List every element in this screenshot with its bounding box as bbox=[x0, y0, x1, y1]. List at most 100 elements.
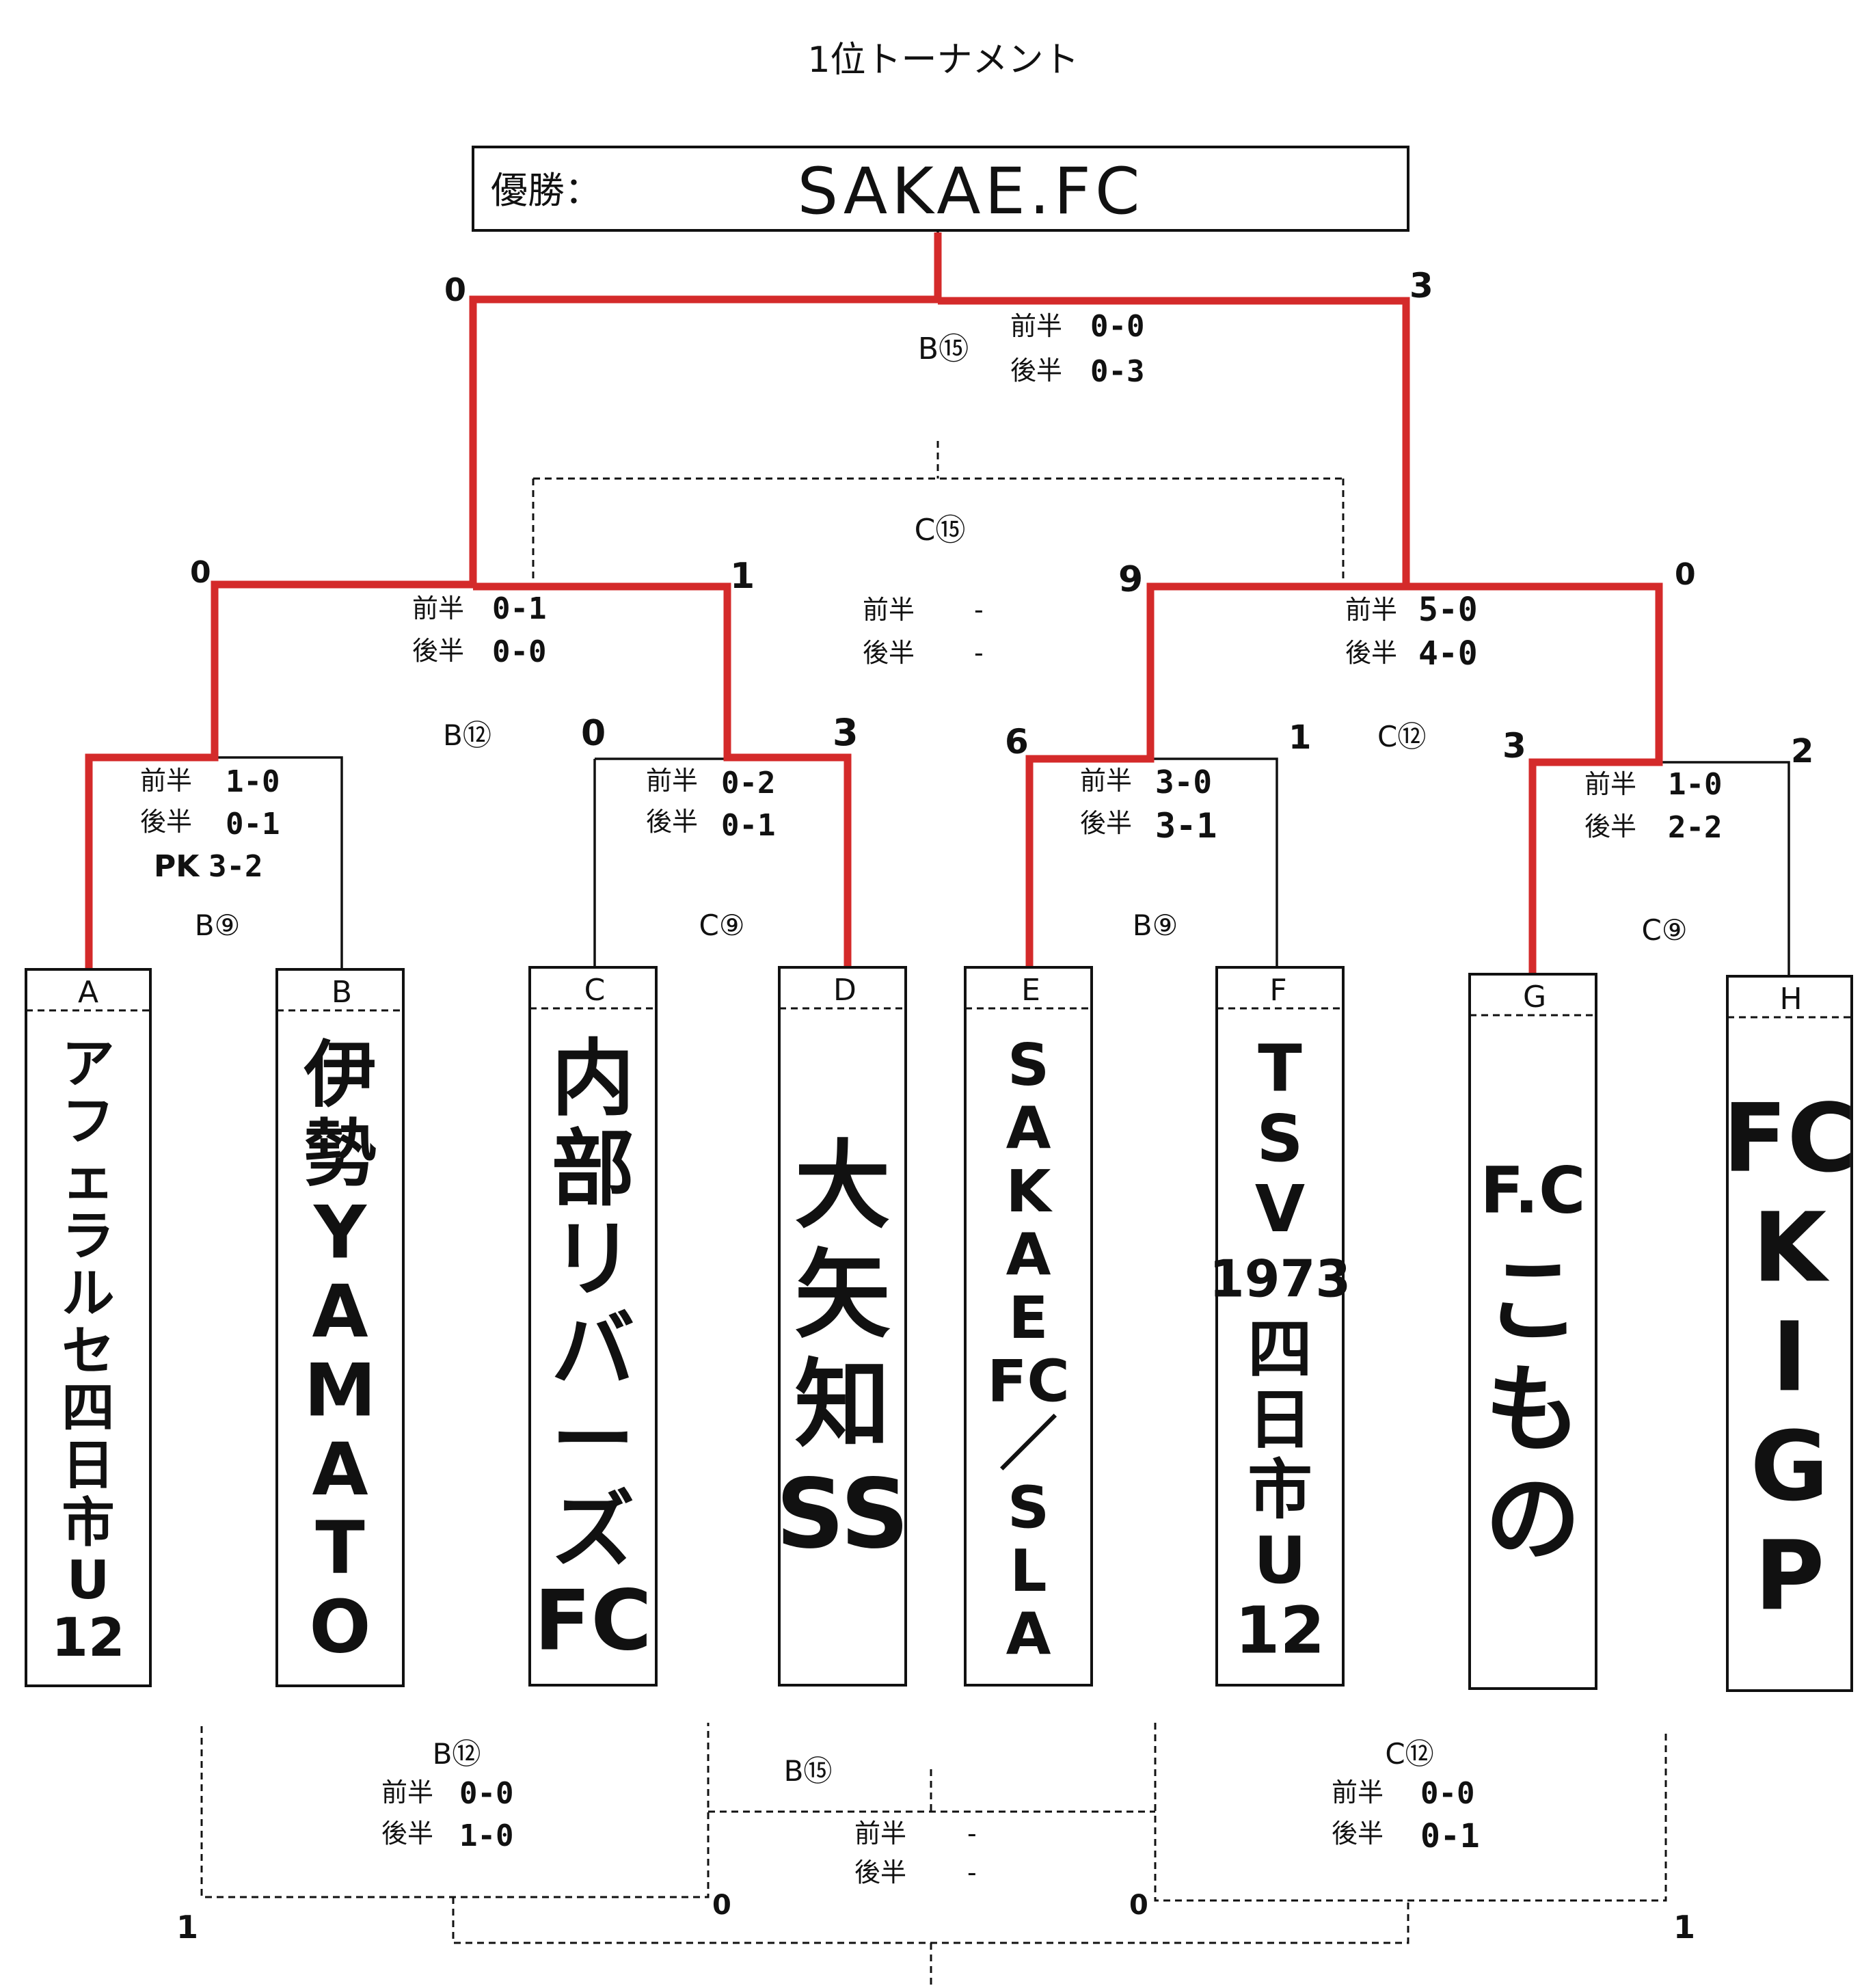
team-name-char: FC bbox=[1723, 1084, 1856, 1194]
third-first-score: - bbox=[974, 595, 984, 625]
team-name-char: A bbox=[1006, 1094, 1051, 1162]
half-first-label: 前半 bbox=[1584, 769, 1636, 799]
first-score: 5-0 bbox=[1418, 591, 1478, 629]
half-first-label: 前半 bbox=[1332, 1777, 1384, 1808]
team-name-char: も bbox=[1485, 1354, 1580, 1466]
first-score: 3-0 bbox=[1155, 764, 1212, 801]
pk-score: 3-2 bbox=[208, 849, 262, 884]
team-letter: A bbox=[78, 975, 98, 1010]
team-name-char: ー bbox=[552, 1391, 635, 1488]
first-score: - bbox=[967, 1818, 977, 1849]
half-second-label: 後半 bbox=[1345, 638, 1397, 668]
champion-name: SAKAE.FC bbox=[798, 155, 1144, 229]
round1-match-4: 3 2 前半 1-0 後半 2-2 C⑨ bbox=[1502, 726, 1813, 947]
team-name-char: FC bbox=[534, 1572, 651, 1669]
round1-match-1: 前半 1-0 後半 0-1 PK 3-2 B⑨ bbox=[140, 764, 280, 942]
second-score: 0-1 bbox=[226, 807, 280, 842]
team-name-char: FC bbox=[987, 1347, 1070, 1415]
half-second-label: 後半 bbox=[854, 1857, 906, 1888]
team-name-char: O bbox=[309, 1586, 370, 1670]
team-name-char: フ bbox=[62, 1091, 114, 1153]
team-letter: H bbox=[1779, 982, 1802, 1017]
court: B⑨ bbox=[195, 909, 240, 942]
team-name-char: I bbox=[1772, 1302, 1807, 1413]
round2-match-2: 9 0 C⑫ 前半 5-0 後半 4-0 bbox=[1118, 557, 1696, 753]
score-right: 0 bbox=[1675, 557, 1696, 592]
team-name-char: 市 bbox=[62, 1492, 114, 1554]
lower-match-right: C⑫ 前半 0-0 後半 0-1 0 1 bbox=[1129, 1737, 1695, 1946]
first-score: 0-0 bbox=[459, 1776, 513, 1811]
team-name-char: 部 bbox=[552, 1120, 635, 1218]
court: B⑫ bbox=[443, 718, 491, 752]
final-match: 0 3 B⑮ 前半 0-0 後半 0-3 bbox=[444, 266, 1433, 389]
half-first-label: 前半 bbox=[1345, 595, 1397, 625]
half-second-label: 後半 bbox=[1080, 808, 1132, 838]
team-name-char: ル bbox=[62, 1263, 114, 1324]
final-first-score: 0-0 bbox=[1090, 309, 1144, 344]
score-right: 1 bbox=[1673, 1909, 1695, 1946]
third-place-match: C⑮ 前半 - 後半 - bbox=[863, 513, 984, 668]
final-score-right: 3 bbox=[1409, 266, 1433, 306]
court: C⑫ bbox=[1385, 1737, 1433, 1771]
winner-path-d bbox=[473, 582, 852, 967]
team-name-char: A bbox=[312, 1270, 368, 1354]
court: B⑫ bbox=[433, 1737, 481, 1771]
half-second-label: 後半 bbox=[1010, 355, 1062, 386]
first-score: 1-0 bbox=[226, 764, 280, 799]
half-second-label: 後半 bbox=[412, 636, 464, 666]
team-name-char: 1973 bbox=[1209, 1250, 1351, 1309]
team-name-char: ズ bbox=[552, 1482, 635, 1579]
second-score: 0-0 bbox=[492, 634, 546, 669]
second-score: 0-1 bbox=[721, 808, 775, 843]
team-name-char: セ bbox=[62, 1320, 114, 1382]
first-score: 0-0 bbox=[1420, 1776, 1474, 1811]
pk-label: PK bbox=[154, 849, 200, 884]
half-first-label: 前半 bbox=[1010, 311, 1062, 341]
team-name-char: G bbox=[1751, 1411, 1829, 1522]
court: B⑨ bbox=[1133, 909, 1178, 942]
court: C⑨ bbox=[699, 909, 745, 942]
round2-match-1: 0 1 B⑫ 前半 0-1 後半 0-0 bbox=[190, 555, 755, 752]
first-score: 0-2 bbox=[721, 766, 775, 801]
half-second-label: 後半 bbox=[863, 638, 915, 668]
court: C⑫ bbox=[1377, 720, 1426, 753]
court: B⑮ bbox=[784, 1754, 833, 1788]
half-first-label: 前半 bbox=[381, 1777, 433, 1808]
team-letter: B bbox=[332, 975, 352, 1010]
team-name-char: リ bbox=[552, 1211, 635, 1308]
second-score: - bbox=[967, 1857, 977, 1888]
team-name-char: 日 bbox=[1247, 1382, 1312, 1458]
team-name-char: S bbox=[1256, 1101, 1303, 1177]
team-name-char: ／ bbox=[999, 1411, 1057, 1479]
half-first-label: 前半 bbox=[1080, 766, 1132, 796]
winner-path-a bbox=[85, 232, 942, 969]
final-second-score: 0-3 bbox=[1090, 354, 1144, 389]
score-right: 1 bbox=[730, 556, 755, 597]
page-title: 1位トーナメント bbox=[807, 40, 1079, 81]
third-place-bracket bbox=[532, 441, 1345, 588]
team-name-char: L bbox=[1010, 1537, 1047, 1605]
team-name-char: V bbox=[1255, 1172, 1305, 1247]
team-name-char: ェ bbox=[62, 1149, 114, 1210]
team-name-char: U bbox=[67, 1550, 110, 1611]
team-name-char: 内 bbox=[552, 1030, 635, 1127]
team-name-char: 四 bbox=[62, 1378, 114, 1439]
team-name-char: 知 bbox=[794, 1349, 890, 1461]
team-name-char: こ bbox=[1485, 1245, 1580, 1356]
team-name-char: 市 bbox=[1247, 1453, 1312, 1528]
half-first-label: 前半 bbox=[854, 1818, 906, 1849]
final-score-left: 0 bbox=[444, 271, 466, 308]
final-court: B⑮ bbox=[918, 332, 969, 366]
team-name-char: A bbox=[1006, 1600, 1051, 1668]
team-name-char: A bbox=[1006, 1221, 1051, 1289]
